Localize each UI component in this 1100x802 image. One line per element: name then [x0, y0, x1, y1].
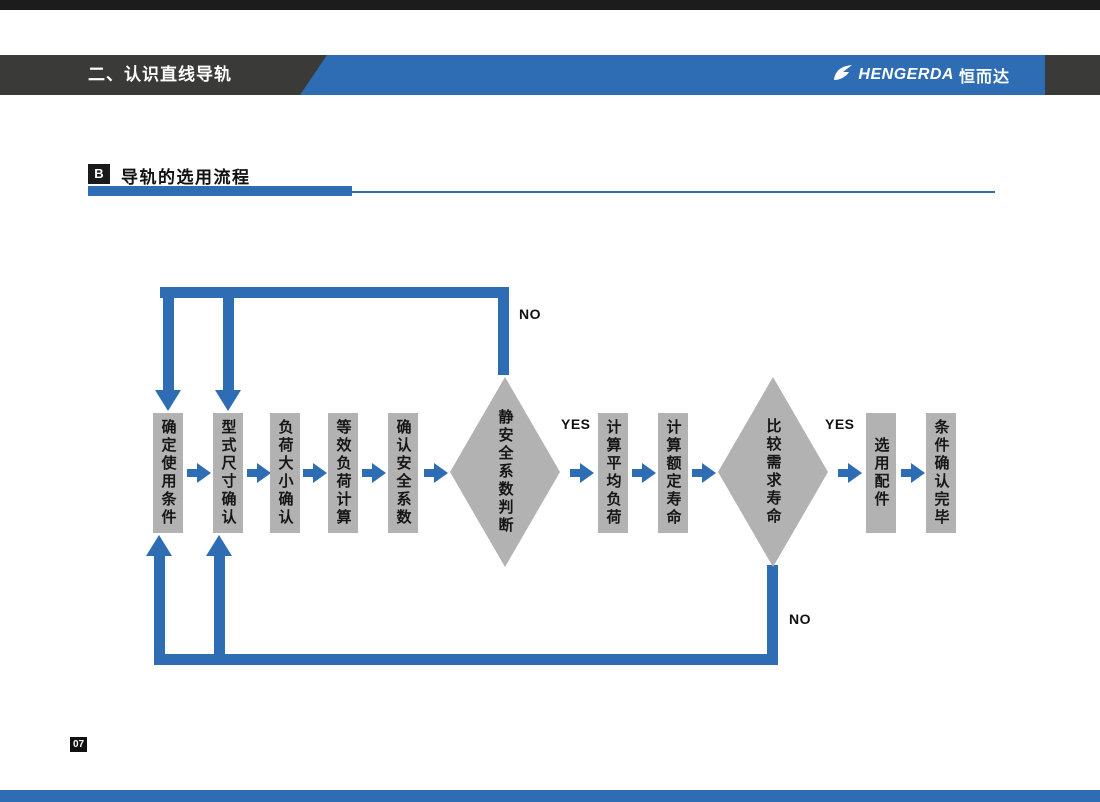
loop-bottom-riser-to-step2: [214, 556, 225, 665]
loop-top-drop-to-step1: [163, 287, 174, 391]
flow-arrow-icon: [692, 463, 716, 483]
flow-step-type-size-confirm: 型式尺寸确认: [213, 413, 243, 533]
flow-step-confirm-complete: 条件确认完毕: [926, 413, 956, 533]
chapter-title: 二、认识直线导轨: [88, 65, 232, 84]
flow-step-average-load: 计算平均负荷: [598, 413, 628, 533]
section-rule-thin: [88, 191, 995, 193]
flow-decision-label: 静安全系数判断: [496, 409, 514, 535]
flow-arrow-icon: [247, 463, 271, 483]
logo-text-en: HENGERDA: [858, 66, 954, 83]
flow-arrow-icon: [303, 463, 327, 483]
flow-step-determine-conditions: 确定使用条件: [153, 413, 183, 533]
loop-bottom-riser-to-step1: [154, 556, 165, 665]
header-blue-band: [300, 55, 1045, 95]
flow-step-safety-factor-confirm: 确认安全系数: [388, 413, 418, 533]
flow-step-label: 确定使用条件: [159, 419, 177, 527]
flow-arrow-icon: [632, 463, 656, 483]
flow-decision-compare-life: 比较需求寿命: [718, 377, 828, 567]
loop-top-arrowhead-step2-icon: [215, 390, 241, 411]
loop-top-arrowhead-step1-icon: [155, 390, 181, 411]
page-number: 07: [70, 737, 87, 752]
flow-arrow-icon: [187, 463, 211, 483]
section-badge: B: [88, 164, 110, 184]
top-black-bar: [0, 0, 1100, 10]
flow-decision-static-safety: 静安全系数判断: [450, 377, 560, 567]
flow-step-equivalent-load: 等效负荷计算: [328, 413, 358, 533]
loop-bottom-arrowhead-step2-icon: [206, 535, 232, 556]
logo-text-cn: 恒而达: [958, 69, 1010, 86]
branch-label-no-static: NO: [519, 306, 541, 322]
flow-arrow-icon: [901, 463, 925, 483]
flow-step-select-accessories: 选用配件: [866, 413, 896, 533]
flow-step-label: 计算平均负荷: [604, 419, 622, 527]
branch-label-yes-static: YES: [561, 416, 591, 432]
flow-step-label: 计算额定寿命: [664, 419, 682, 527]
flow-step-label: 选用配件: [872, 437, 890, 509]
branch-label-yes-life: YES: [825, 416, 855, 432]
flow-step-label: 条件确认完毕: [932, 419, 950, 527]
flow-step-rated-life: 计算额定寿命: [658, 413, 688, 533]
loop-top-riser-from-diamond: [498, 287, 509, 375]
loop-top-drop-to-step2: [223, 287, 234, 391]
page-header: 二、认识直线导轨 HENGERDA 恒而达: [0, 55, 1100, 95]
flow-arrow-icon: [838, 463, 862, 483]
loop-bottom-horizontal-line: [155, 654, 778, 665]
loop-bottom-arrowhead-step1-icon: [146, 535, 172, 556]
brand-logo: HENGERDA 恒而达: [833, 55, 1010, 95]
flow-arrow-icon: [362, 463, 386, 483]
flow-step-label: 等效负荷计算: [334, 419, 352, 527]
flow-step-label: 负荷大小确认: [276, 419, 294, 527]
loop-top-horizontal-line: [160, 287, 509, 298]
logo-icon: [833, 64, 853, 87]
flow-arrow-icon: [570, 463, 594, 483]
section-rule-thick: [88, 186, 352, 196]
bottom-blue-bar: [0, 790, 1100, 802]
flow-decision-label: 比较需求寿命: [764, 418, 782, 526]
flow-step-label: 确认安全系数: [394, 419, 412, 527]
flow-step-load-confirm: 负荷大小确认: [270, 413, 300, 533]
flow-arrow-icon: [424, 463, 448, 483]
loop-bottom-drop-from-diamond: [767, 565, 778, 665]
flow-step-label: 型式尺寸确认: [219, 419, 237, 527]
branch-label-no-life: NO: [789, 611, 811, 627]
section-title: 导轨的选用流程: [121, 168, 251, 187]
